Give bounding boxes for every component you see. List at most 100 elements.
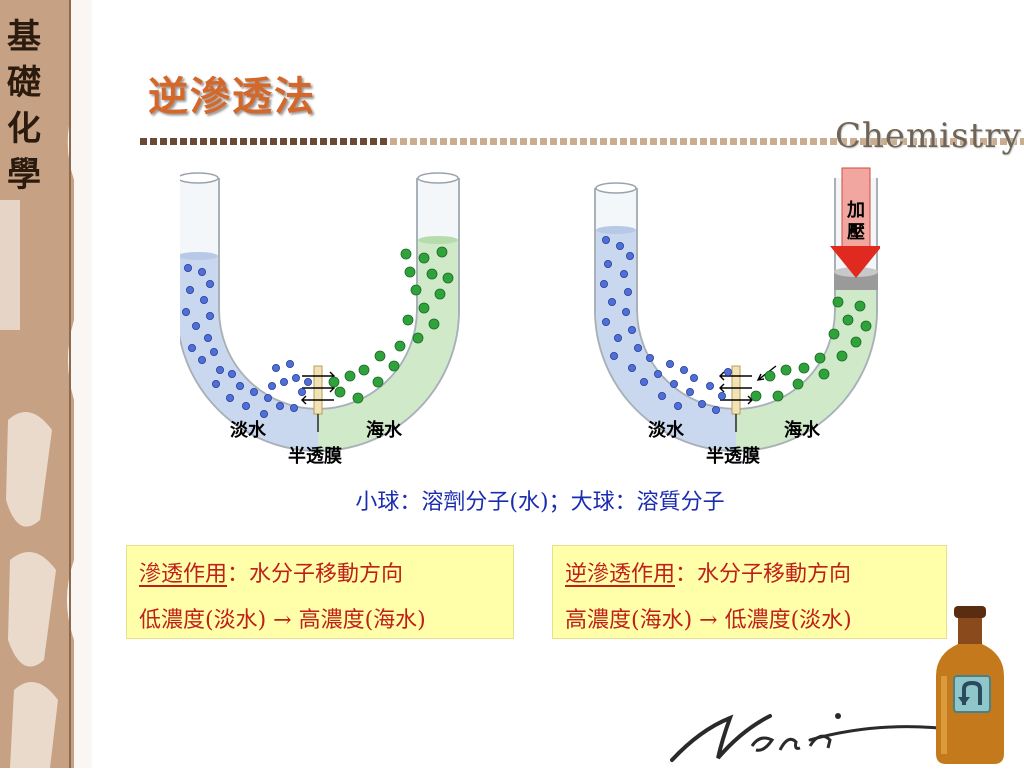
solvent-molecule	[304, 377, 313, 386]
osmosis-desc: ：水分子移動方向	[227, 562, 404, 587]
solute-molecule	[358, 364, 370, 376]
solute-molecule	[780, 364, 792, 376]
bottle-nav[interactable]	[930, 606, 1010, 766]
osmosis-diagrams: 淡水 海水 半透膜 加 壓 淡水 海水 半透膜	[180, 167, 880, 467]
divider-dash	[880, 138, 887, 145]
sidebar-char-3: 化	[7, 109, 41, 149]
divider-dash	[980, 138, 987, 145]
osmosis-heading: 滲透作用：水分子移動方向	[139, 556, 403, 588]
divider-dash	[590, 138, 597, 145]
solvent-molecule	[242, 401, 251, 410]
solvent-molecule	[690, 373, 699, 382]
label-membrane-left: 半透膜	[288, 445, 342, 467]
solute-molecule	[828, 328, 840, 340]
sidebar-art	[0, 0, 92, 768]
solvent-molecule	[209, 347, 218, 356]
solvent-molecule	[260, 409, 269, 418]
solute-molecule	[412, 332, 424, 344]
divider-dash	[700, 138, 707, 145]
solvent-molecule	[625, 252, 634, 261]
signature-logo	[670, 713, 960, 762]
label-pressure-1: 加	[846, 200, 865, 221]
divider-dash	[530, 138, 537, 145]
divider-dash	[580, 138, 587, 145]
divider-dash	[240, 138, 247, 145]
label-pressure-2: 壓	[847, 222, 865, 243]
divider-dash	[950, 138, 957, 145]
solvent-molecule	[250, 387, 259, 396]
divider-dash	[430, 138, 437, 145]
solvent-molecule	[228, 369, 237, 378]
divider-dash	[900, 138, 907, 145]
solute-molecule	[374, 350, 386, 362]
divider-dash	[920, 138, 927, 145]
sidebar-title: 基 礎 化 學	[2, 14, 46, 198]
brand-text: Chemistry	[835, 116, 1022, 156]
divider-dash	[680, 138, 687, 145]
osmosis-flow: 低濃度(淡水) → 高濃度(海水)	[139, 608, 426, 633]
solvent-molecule	[268, 381, 277, 390]
divider-dash	[560, 138, 567, 145]
solvent-molecule	[298, 387, 307, 396]
divider-dash	[910, 138, 917, 145]
solvent-molecule	[621, 307, 630, 316]
solute-molecule	[842, 314, 854, 326]
solvent-molecule	[602, 236, 610, 245]
solute-molecule	[418, 252, 430, 264]
divider-dash	[600, 138, 607, 145]
divider-dash	[510, 138, 517, 145]
solvent-molecule	[627, 363, 636, 372]
osmosis-term: 滲透作用	[139, 562, 228, 587]
divider-dash	[930, 138, 937, 145]
divider-dash	[1000, 138, 1007, 145]
solvent-molecule	[205, 280, 214, 289]
divider-dash	[570, 138, 577, 145]
solute-molecule	[344, 370, 356, 382]
sidebar-decoration: 基 礎 化 學	[0, 0, 92, 768]
page-title: 逆滲透法	[148, 73, 316, 120]
divider-dash	[830, 138, 837, 145]
solute-molecule	[836, 350, 848, 362]
solute-molecule	[442, 272, 454, 284]
divider-dash	[210, 138, 217, 145]
return-arrow-icon[interactable]	[956, 679, 988, 709]
title-divider	[140, 138, 1024, 145]
divider-dash	[790, 138, 797, 145]
divider-dash	[970, 138, 977, 145]
divider-dash	[640, 138, 647, 145]
solvent-molecule	[634, 343, 643, 352]
osmosis-box: 滲透作用：水分子移動方向 低濃度(淡水) → 高濃度(海水)	[126, 545, 514, 639]
solute-molecule	[798, 362, 810, 374]
divider-dash	[630, 138, 637, 145]
solvent-molecule	[186, 286, 194, 295]
divider-dash	[220, 138, 227, 145]
solvent-molecule	[666, 359, 675, 368]
solvent-molecule	[613, 333, 622, 342]
divider-dash	[450, 138, 457, 145]
solute-molecule	[436, 246, 448, 258]
divider-dash	[670, 138, 677, 145]
divider-dash	[440, 138, 447, 145]
solvent-molecule	[197, 355, 206, 364]
divider-dash	[260, 138, 267, 145]
solvent-molecule	[674, 401, 683, 410]
divider-dash	[650, 138, 657, 145]
divider-dash	[160, 138, 167, 145]
solvent-molecule	[276, 401, 285, 410]
divider-dash	[730, 138, 737, 145]
divider-dash	[340, 138, 347, 145]
divider-dash	[420, 138, 427, 145]
label-fresh-right: 淡水	[648, 419, 685, 441]
solvent-molecule	[670, 379, 679, 388]
divider-dash	[370, 138, 377, 145]
divider-dash	[1020, 138, 1024, 145]
divider-dash	[190, 138, 197, 145]
solute-molecule	[818, 368, 830, 380]
divider-dash	[810, 138, 817, 145]
divider-dash	[170, 138, 177, 145]
divider-dash	[540, 138, 547, 145]
divider-dash	[150, 138, 157, 145]
divider-dash	[490, 138, 497, 145]
solvent-molecule	[686, 387, 695, 396]
solute-molecule	[352, 392, 364, 404]
